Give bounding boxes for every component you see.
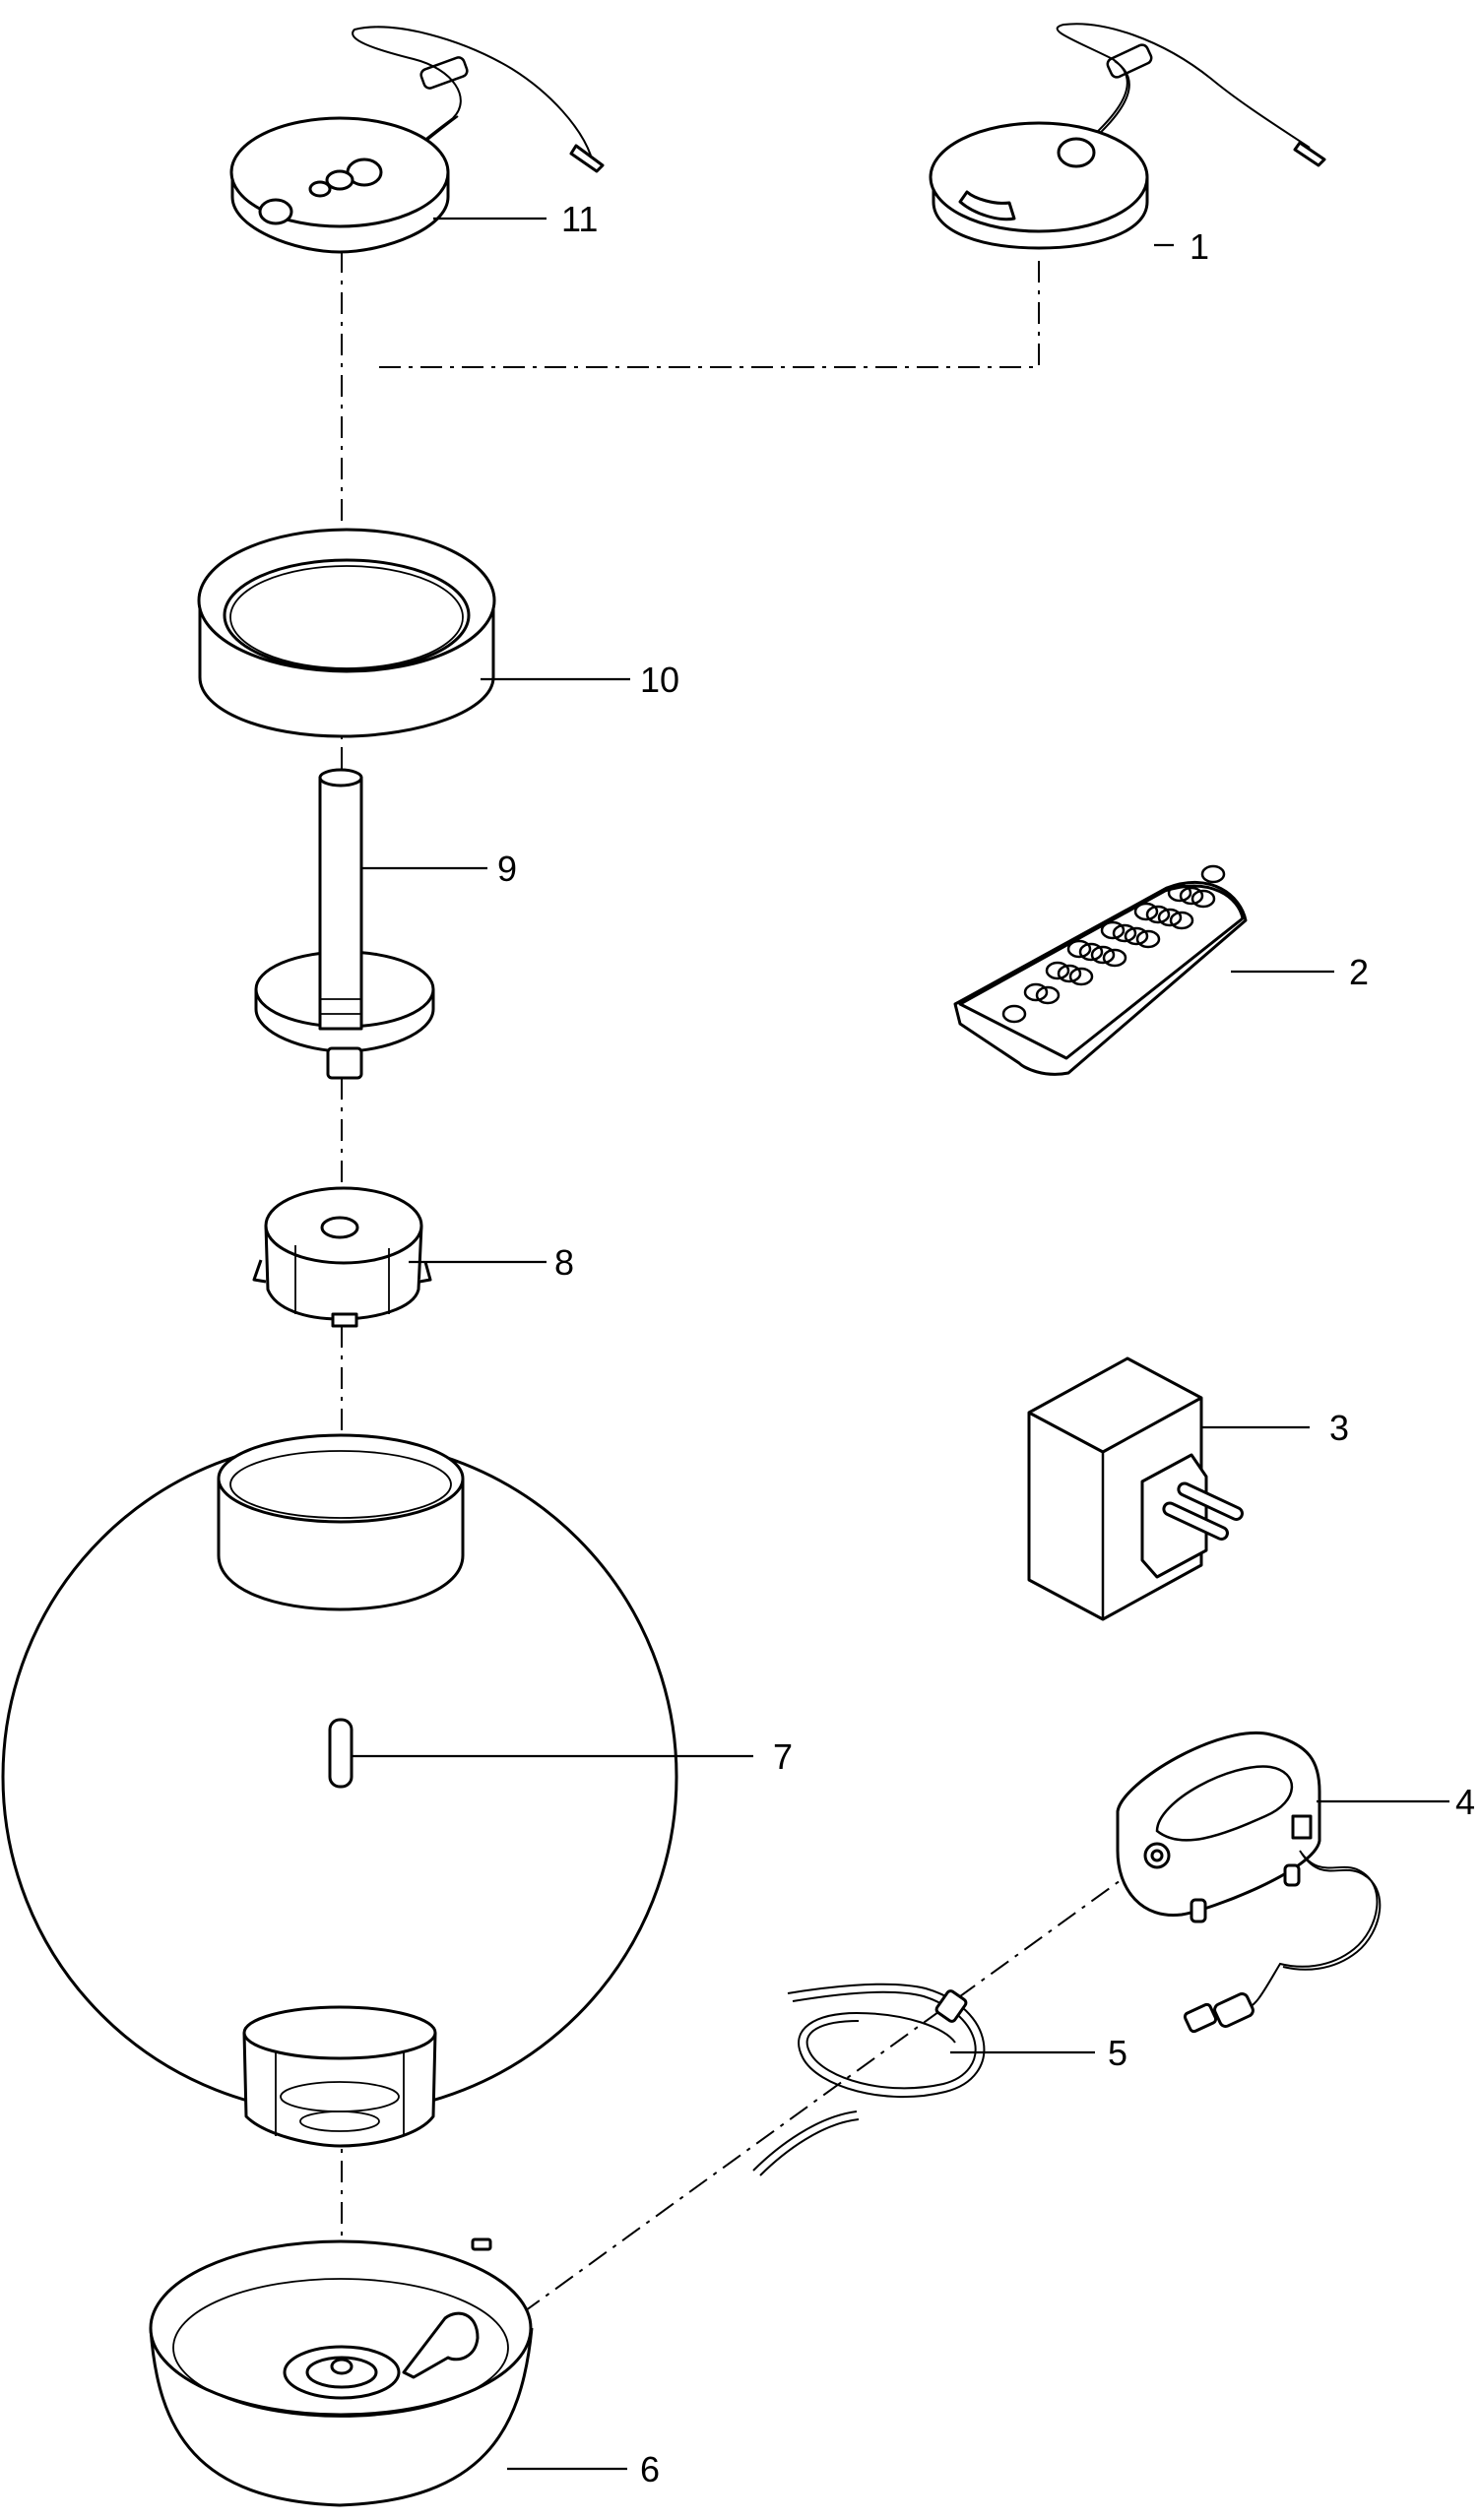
- remote-button: [1135, 929, 1161, 949]
- remote-button: [1090, 945, 1116, 965]
- part-number-7: 7: [773, 1736, 793, 1777]
- remote-button: [1066, 939, 1092, 959]
- remote-button: [1001, 1004, 1027, 1024]
- remote-button: [1078, 942, 1104, 962]
- remote-button: [1100, 920, 1126, 940]
- remote-button: [1179, 886, 1204, 906]
- base-drawing: [149, 2237, 534, 2507]
- top-ring-drawing: [197, 528, 496, 738]
- remote-button: [1112, 923, 1137, 943]
- remote-button: [1133, 902, 1159, 921]
- leader-lines: [352, 217, 1449, 2471]
- remote-button: [1157, 908, 1183, 927]
- remote-button: [1200, 864, 1226, 884]
- remote-control-drawing: [953, 864, 1248, 1076]
- remote-button: [1057, 964, 1082, 983]
- remote-button: [1190, 889, 1216, 909]
- remote-button: [1145, 905, 1171, 924]
- remote-button: [1068, 967, 1094, 986]
- part-number-1: 1: [1190, 226, 1209, 267]
- part-number-3: 3: [1329, 1408, 1349, 1448]
- part-number-6: 6: [640, 2449, 660, 2489]
- remote-button: [1167, 883, 1192, 903]
- part-number-2: 2: [1349, 952, 1369, 992]
- filter-tube-drawing: [254, 768, 435, 1080]
- part-number-10: 10: [640, 660, 679, 700]
- remote-button: [1169, 911, 1194, 930]
- part-number-9: 9: [497, 849, 517, 889]
- remote-button: [1124, 926, 1149, 946]
- remote-button: [1045, 961, 1070, 980]
- part-number-5: 5: [1108, 2033, 1127, 2073]
- lid-rgb-drawing: [929, 23, 1326, 250]
- power-adapter-drawing: [1027, 1356, 1244, 1621]
- filter-cartridge-drawing: [252, 1186, 432, 1328]
- air-pump-drawing: [1116, 1732, 1382, 2034]
- part-number-8: 8: [554, 1242, 574, 1283]
- air-tube-drawing: [752, 1983, 986, 2176]
- remote-button: [1035, 985, 1061, 1005]
- lid-standard-drawing: [229, 26, 605, 254]
- remote-button: [1102, 948, 1127, 968]
- part-number-labels: 11 1 10 9 2 8 3 7 4 5 6: [497, 199, 1475, 2489]
- aquarium-sphere-drawing: [1, 1433, 678, 2148]
- part-number-11: 11: [561, 199, 598, 239]
- part-number-4: 4: [1455, 1782, 1475, 1822]
- remote-button: [1023, 982, 1049, 1002]
